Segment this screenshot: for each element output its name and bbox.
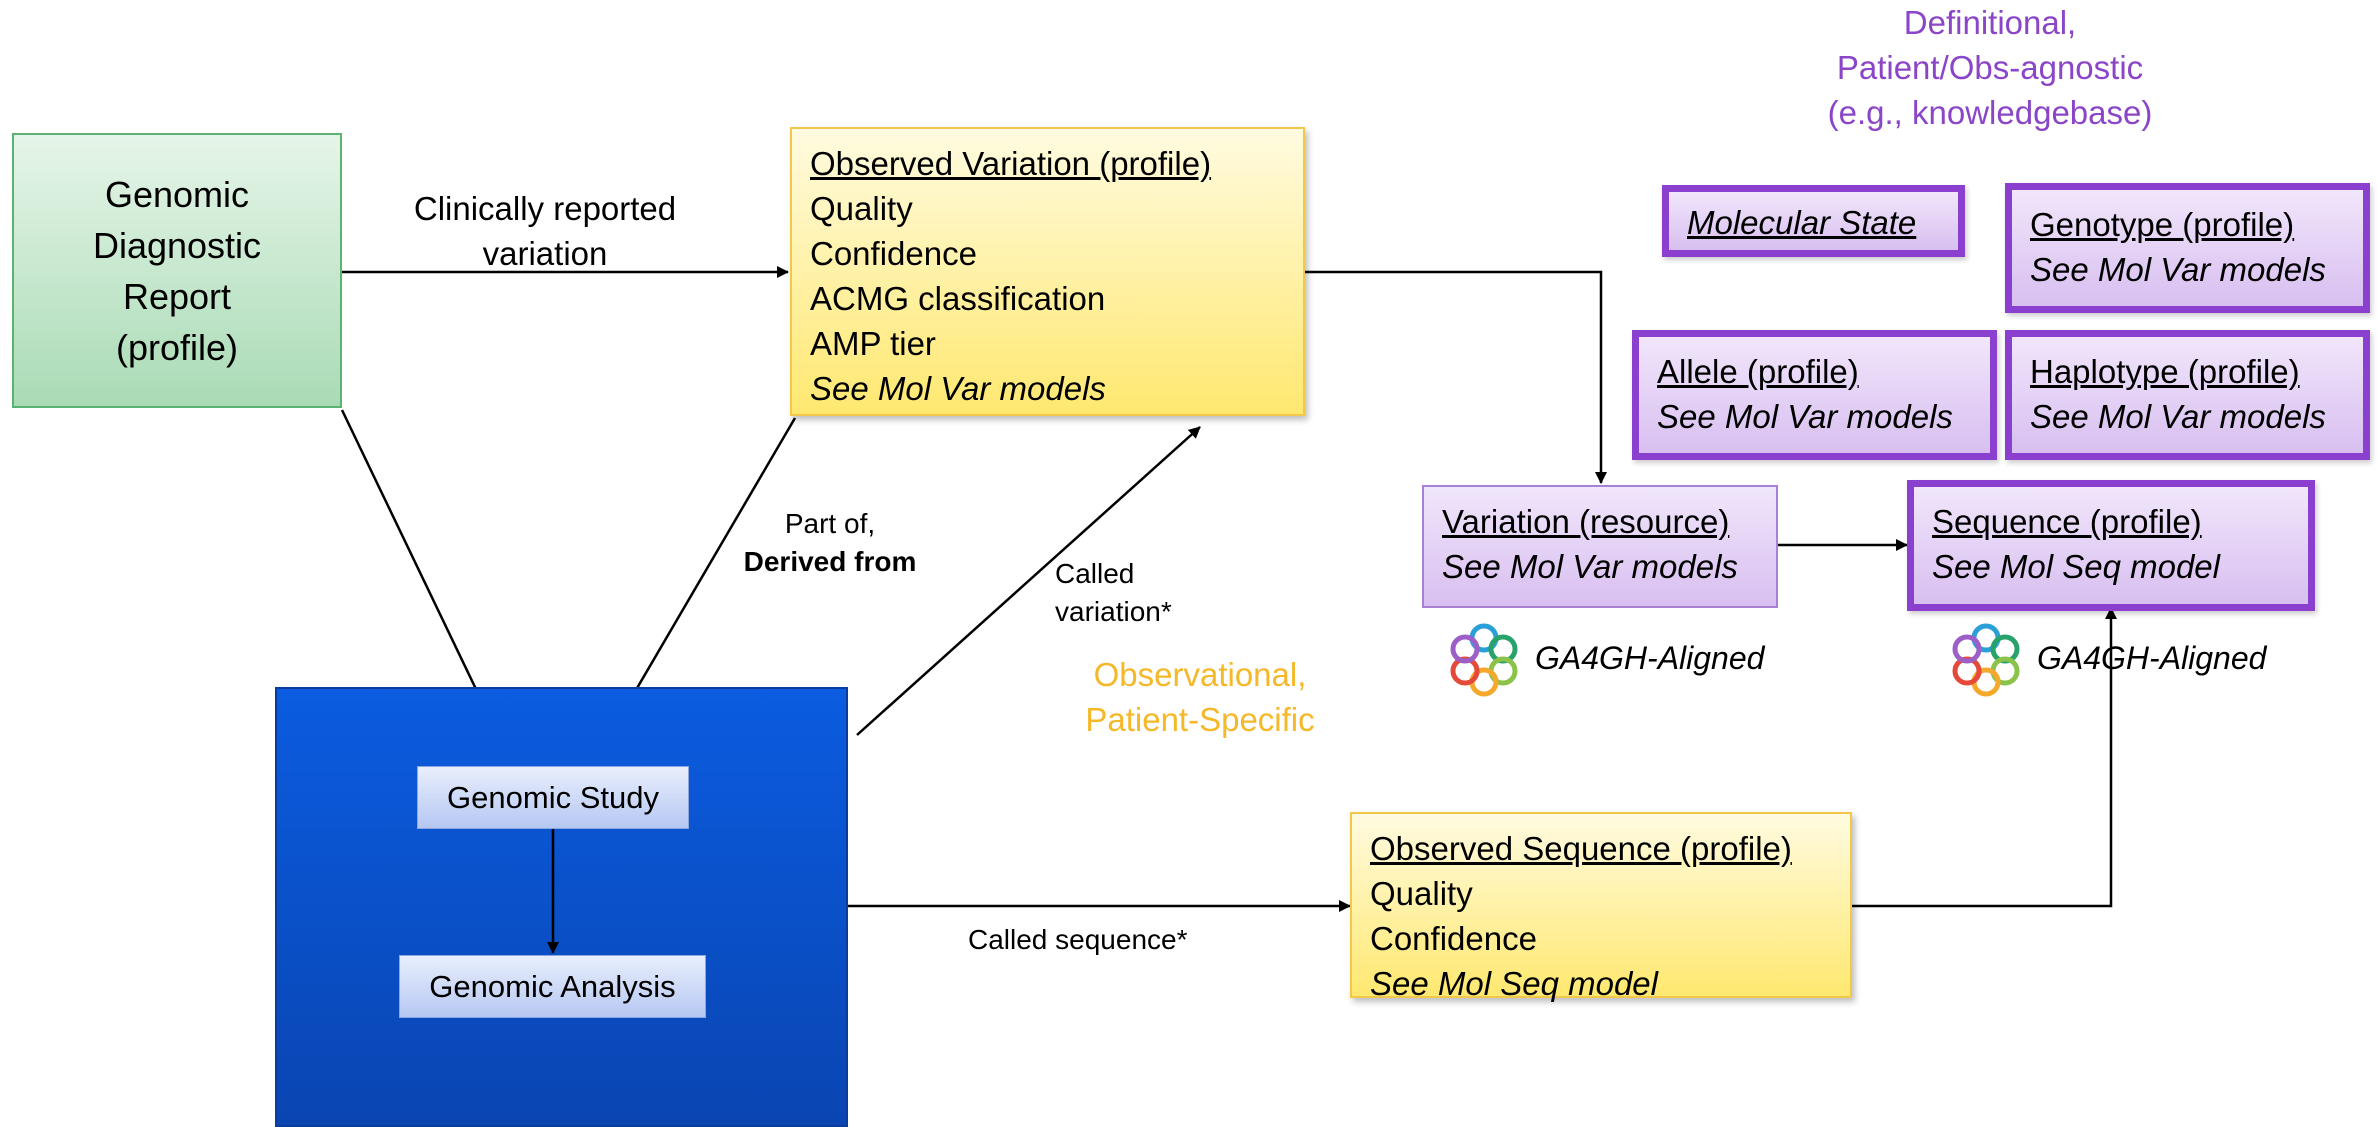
sequence-see: See Mol Seq model xyxy=(1932,548,2220,585)
called-variation-line-2: variation* xyxy=(1055,596,1172,627)
definitional-line-3: (e.g., knowledgebase) xyxy=(1827,94,2153,131)
called-sequence-label: Called sequence* xyxy=(968,924,1188,955)
observational-label: Observational, Patient-Specific xyxy=(1060,652,1340,742)
arrow-study-to-observed-variation xyxy=(856,426,1201,736)
part-of-text: Part of, xyxy=(784,508,876,539)
sequence-box: Sequence (profile) See Mol Seq model xyxy=(1907,480,2315,611)
genomic-study-box: Genomic Study xyxy=(417,766,689,829)
derived-from-text: Derived from xyxy=(743,546,917,577)
definitional-label: Definitional, Patient/Obs-agnostic (e.g.… xyxy=(1800,0,2180,135)
observational-line-2: Patient-Specific xyxy=(1085,701,1315,738)
report-line-2: Diagnostic xyxy=(92,224,262,266)
report-line-3: Report xyxy=(122,275,232,317)
variation-resource-box: Variation (resource) See Mol Var models xyxy=(1422,485,1778,608)
clinically-reported-line-2: variation xyxy=(482,235,608,272)
called-variation-label: Called variation* xyxy=(1055,555,1172,631)
ga4gh-aligned-label: GA4GH-Aligned xyxy=(2037,640,2267,676)
observed-variation-item: AMP tier xyxy=(810,325,936,362)
allele-title: Allele (profile) xyxy=(1657,353,1859,390)
ga4gh-logo-icon xyxy=(1450,623,1518,697)
observed-variation-item: Confidence xyxy=(810,235,977,272)
allele-see: See Mol Var models xyxy=(1657,398,1953,435)
genomic-analysis-box: Genomic Analysis xyxy=(399,955,706,1018)
arrow-observed-variation-to-variation xyxy=(1305,270,1607,484)
observational-line-1: Observational, xyxy=(1093,656,1307,693)
report-line-1: Genomic xyxy=(104,173,250,215)
observed-variation-title: Observed Variation (profile) xyxy=(810,145,1212,182)
genotype-title: Genotype (profile) xyxy=(2030,206,2295,243)
molecular-state-title: Molecular State xyxy=(1687,204,1917,241)
definitional-line-2: Patient/Obs-agnostic xyxy=(1836,49,2144,86)
observed-sequence-item: Quality xyxy=(1370,875,1473,912)
observed-sequence-see: See Mol Seq model xyxy=(1370,965,1658,1002)
definitional-line-1: Definitional, xyxy=(1903,4,2077,41)
observed-variation-box: Observed Variation (profile) Quality Con… xyxy=(790,127,1305,416)
haplotype-box: Haplotype (profile) See Mol Var models xyxy=(2005,330,2370,460)
clinically-reported-line-1: Clinically reported xyxy=(413,190,677,227)
ga4gh-aligned-label: GA4GH-Aligned xyxy=(1535,640,1765,676)
part-of-derived-from-label: Part of, Derived from xyxy=(735,505,925,581)
allele-box: Allele (profile) See Mol Var models xyxy=(1632,330,1997,460)
observed-variation-item: ACMG classification xyxy=(810,280,1106,317)
arrow-observed-sequence-to-sequence xyxy=(1852,607,2117,908)
report-line-4: (profile) xyxy=(115,326,239,368)
observed-sequence-item: Confidence xyxy=(1370,920,1537,957)
clinically-reported-label: Clinically reported variation xyxy=(400,186,690,276)
haplotype-see: See Mol Var models xyxy=(2030,398,2326,435)
genomic-study-block xyxy=(275,687,848,1127)
observed-variation-item: Quality xyxy=(810,190,913,227)
genotype-see: See Mol Var models xyxy=(2030,251,2326,288)
ga4gh-logo-icon xyxy=(1952,623,2020,697)
observed-variation-see: See Mol Var models xyxy=(810,370,1106,407)
observed-sequence-title: Observed Sequence (profile) xyxy=(1370,830,1792,867)
genomic-diagnostic-report-box: Genomic Diagnostic Report (profile) xyxy=(12,133,342,408)
molecular-state-box: Molecular State xyxy=(1662,185,1965,257)
called-variation-line-1: Called xyxy=(1055,558,1135,589)
genotype-box: Genotype (profile) See Mol Var models xyxy=(2005,183,2370,313)
variation-see: See Mol Var models xyxy=(1442,548,1738,585)
haplotype-title: Haplotype (profile) xyxy=(2030,353,2300,390)
variation-title: Variation (resource) xyxy=(1442,503,1730,540)
observed-sequence-box: Observed Sequence (profile) Quality Conf… xyxy=(1350,812,1852,1002)
sequence-title: Sequence (profile) xyxy=(1932,503,2202,540)
